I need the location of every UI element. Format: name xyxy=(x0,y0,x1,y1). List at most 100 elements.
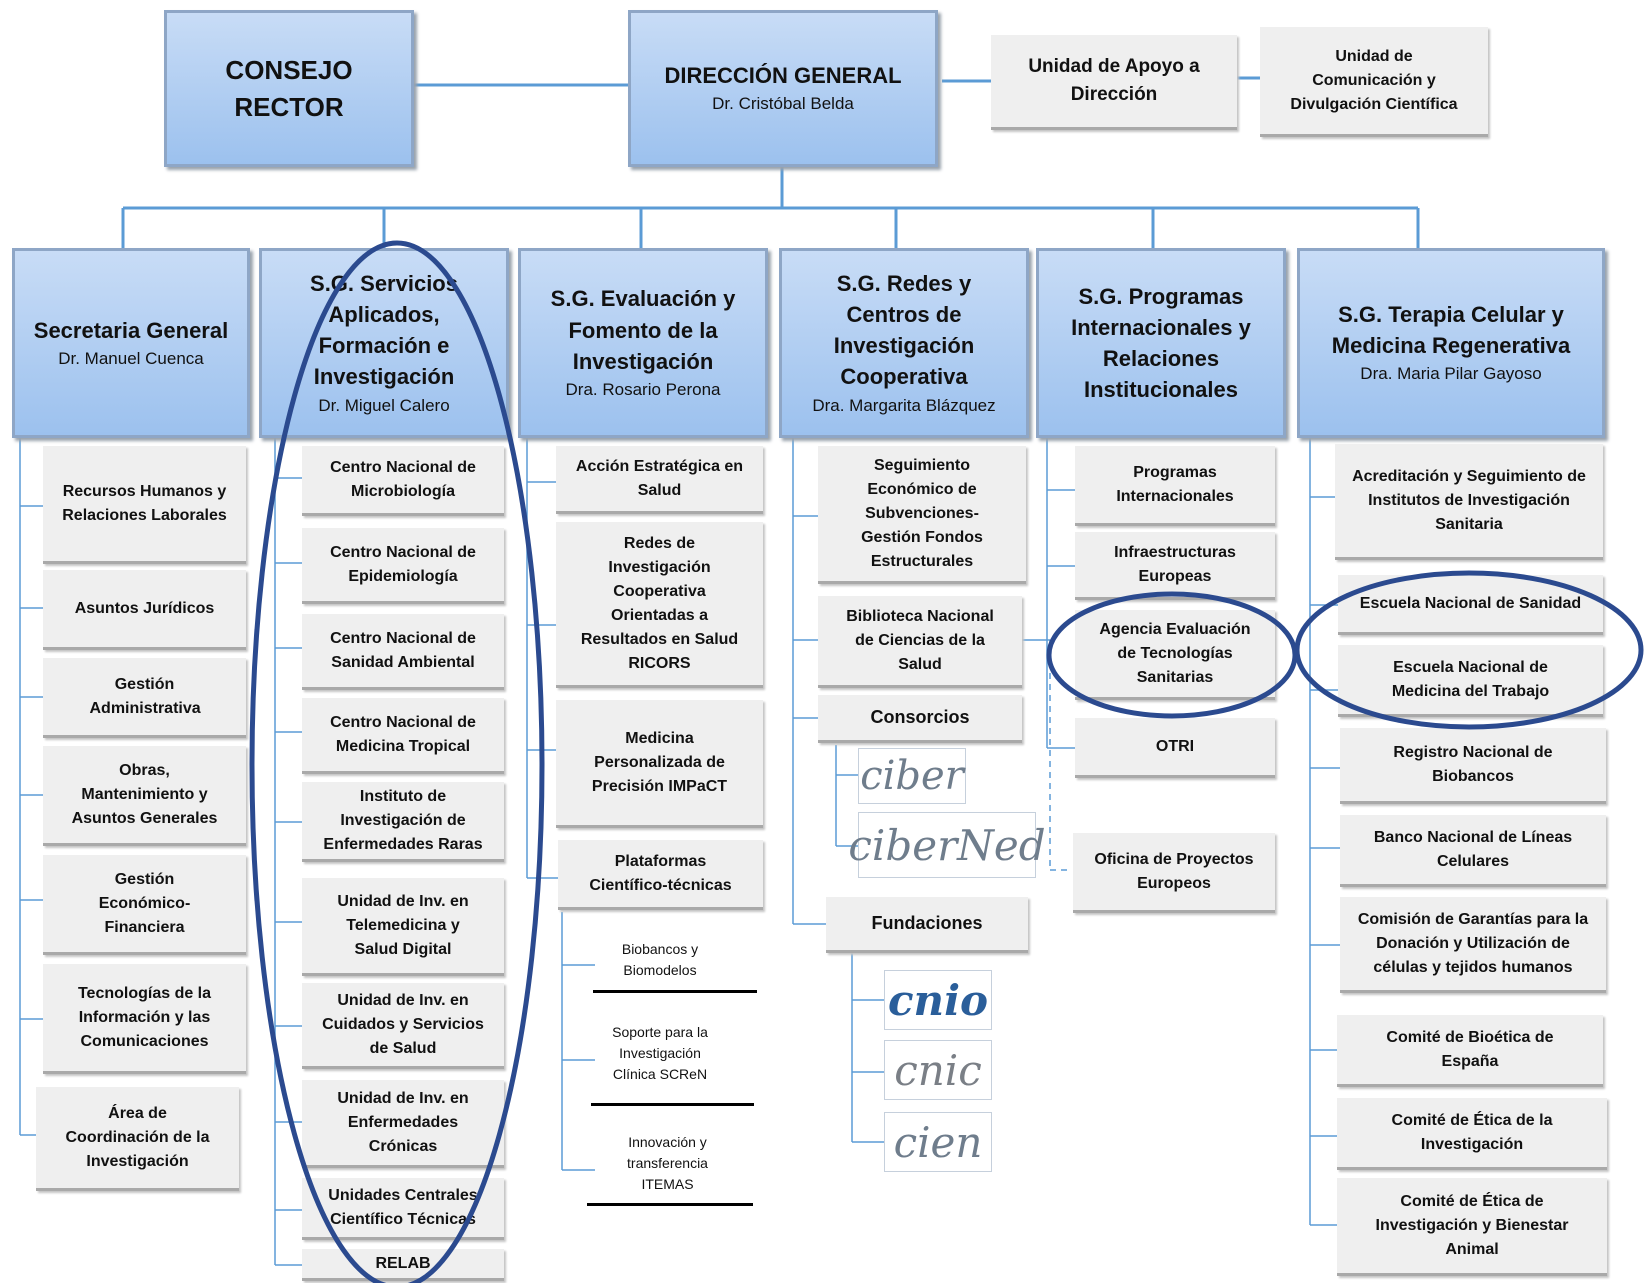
unidad-comunicacion-label: Unidad de Comunicación y Divulgación Cie… xyxy=(1290,47,1458,113)
cibernedlogo[interactable]: ciberNed xyxy=(848,812,1046,878)
sub-label: Biobancos y Biomodelos xyxy=(621,941,699,978)
unit-consorcios[interactable]: Consorcios xyxy=(818,695,1022,743)
sub-itemas[interactable]: Innovación y transferencia ITEMAS xyxy=(600,1128,735,1198)
unit-enfermedades-cronicas[interactable]: Unidad de Inv. en Enfermedades Crónicas xyxy=(302,1080,504,1168)
unit-cn-microbiologia[interactable]: Centro Nacional de Microbiología xyxy=(302,446,504,516)
logo-text: cnic xyxy=(894,1045,982,1095)
unit-plataformas[interactable]: Plataformas Científico-técnicas xyxy=(558,840,763,910)
unit-label: Unidades Centrales Científico Técnicas xyxy=(328,1186,478,1228)
unit-biblioteca-nacional[interactable]: Biblioteca Nacional de Ciencias de la Sa… xyxy=(818,596,1022,688)
unit-comite-etica-animal[interactable]: Comité de Ética de Investigación y Biene… xyxy=(1337,1178,1607,1276)
unit-label: Tecnologías de la Información y las Comu… xyxy=(77,984,212,1050)
cnic-logo[interactable]: cnic xyxy=(884,1040,992,1100)
header-sg-terapia-celular[interactable]: S.G. Terapia Celular y Medicina Regenera… xyxy=(1297,248,1605,438)
unit-label: Agencia Evaluación de Tecnologías Sanita… xyxy=(1099,620,1251,686)
header-sg-programas-internacionales[interactable]: S.G. Programas Internacionales y Relacio… xyxy=(1036,248,1286,438)
unit-banco-lineas-celulares[interactable]: Banco Nacional de Líneas Celulares xyxy=(1340,815,1606,887)
unit-cuidados-servicios[interactable]: Unidad de Inv. en Cuidados y Servicios d… xyxy=(302,983,504,1069)
direccion-general-box[interactable]: DIRECCIÓN GENERAL Dr. Cristóbal Belda xyxy=(628,10,938,167)
unit-label: OTRI xyxy=(1155,737,1195,755)
header-person: Dra. Maria Pilar Gayoso xyxy=(1360,364,1542,384)
logo-text: cnio xyxy=(887,975,989,1025)
unit-gestion-economico[interactable]: Gestión Económico-Financiera xyxy=(43,855,246,955)
unit-label: Registro Nacional de Biobancos xyxy=(1393,743,1553,785)
sub-screN[interactable]: Soporte para la Investigación Clínica SC… xyxy=(595,1008,725,1098)
unit-ricors[interactable]: Redes de Investigación Cooperativa Orien… xyxy=(556,522,763,688)
header-sg-evaluacion-fomento[interactable]: S.G. Evaluación y Fomento de la Investig… xyxy=(518,248,768,438)
unit-tecnologias-informacion[interactable]: Tecnologías de la Información y las Comu… xyxy=(43,964,246,1074)
consejo-rector-box[interactable]: CONSEJO RECTOR xyxy=(164,10,414,167)
unit-escuela-sanidad[interactable]: Escuela Nacional de Sanidad xyxy=(1338,575,1603,635)
unit-impact[interactable]: Medicina Personalizada de Precisión IMPa… xyxy=(556,700,763,828)
unit-label: Obras, Mantenimiento y Asuntos Generales xyxy=(71,761,218,827)
unit-label: Acreditación y Seguimiento de Institutos… xyxy=(1352,467,1586,533)
unit-recursos-humanos[interactable]: Recursos Humanos y Relaciones Laborales xyxy=(43,446,246,564)
unit-centrales-cientifico[interactable]: Unidades Centrales Científico Técnicas xyxy=(302,1178,504,1240)
unit-comite-etica-investigacion[interactable]: Comité de Ética de la Investigación xyxy=(1337,1098,1607,1170)
unit-label: Centro Nacional de Microbiología xyxy=(330,458,476,500)
header-sg-servicios-aplicados[interactable]: S.G. Servicios Aplicados, Formación e In… xyxy=(259,248,509,438)
unit-label: Seguimiento Económico de Subvenciones- G… xyxy=(861,456,983,570)
sub-label: Innovación y transferencia ITEMAS xyxy=(627,1133,708,1192)
unit-label: Escuela Nacional de Sanidad xyxy=(1359,594,1582,612)
ciber-logo[interactable]: ciber xyxy=(858,748,966,804)
unit-cn-sanidad-ambiental[interactable]: Centro Nacional de Sanidad Ambiental xyxy=(302,614,504,690)
unit-oficina-proyectos[interactable]: Oficina de Proyectos Europeos xyxy=(1073,833,1275,913)
unit-agencia-evaluacion[interactable]: Agencia Evaluación de Tecnologías Sanita… xyxy=(1075,610,1275,700)
header-title: Secretaria General xyxy=(33,317,229,343)
unit-label: Centro Nacional de Epidemiología xyxy=(330,543,476,585)
unit-programas-internacionales[interactable]: Programas Internacionales xyxy=(1075,446,1275,526)
unit-obras-mantenimiento[interactable]: Obras, Mantenimiento y Asuntos Generales xyxy=(43,746,246,846)
header-title: S.G. Servicios Aplicados, Formación e In… xyxy=(310,270,458,390)
unit-otri[interactable]: OTRI xyxy=(1075,718,1275,778)
header-sg-redes-centros[interactable]: S.G. Redes y Centros de Investigación Co… xyxy=(779,248,1029,438)
logo-text: ciber xyxy=(860,753,964,799)
unit-label: Unidad de Inv. en Enfermedades Crónicas xyxy=(337,1089,469,1155)
unit-label: Medicina Personalizada de Precisión IMPa… xyxy=(591,729,728,795)
unit-label: Unidad de Inv. en Cuidados y Servicios d… xyxy=(322,991,484,1057)
logo-text: cien xyxy=(893,1117,983,1167)
unit-fundaciones[interactable]: Fundaciones xyxy=(826,897,1028,953)
unit-accion-estrategica[interactable]: Acción Estratégica en Salud xyxy=(556,446,763,514)
unit-enfermedades-raras[interactable]: Instituto de Investigación de Enfermedad… xyxy=(302,782,504,862)
unit-gestion-administrativa[interactable]: Gestión Administrativa xyxy=(43,658,246,738)
unit-label: Consorcios xyxy=(870,707,970,727)
header-person: Dr. Miguel Calero xyxy=(318,395,450,415)
unit-label: Banco Nacional de Líneas Celulares xyxy=(1373,828,1573,870)
unit-label: Área de Coordinación de la Investigación xyxy=(65,1104,210,1170)
unidad-comunicacion-box[interactable]: Unidad de Comunicación y Divulgación Cie… xyxy=(1260,27,1488,137)
unit-infraestructuras-europeas[interactable]: Infraestructuras Europeas xyxy=(1075,532,1275,600)
logo-text: ciberNed xyxy=(848,820,1046,870)
header-title: S.G. Terapia Celular y Medicina Regenera… xyxy=(1331,302,1571,359)
unit-area-coordinacion[interactable]: Área de Coordinación de la Investigación xyxy=(36,1087,239,1191)
unit-acreditacion[interactable]: Acreditación y Seguimiento de Institutos… xyxy=(1335,444,1603,560)
unit-label: Comité de Bioética de España xyxy=(1386,1028,1554,1070)
unit-asuntos-juridicos[interactable]: Asuntos Jurídicos xyxy=(43,570,246,650)
unit-relab[interactable]: RELAB xyxy=(302,1249,504,1281)
header-person: Dra. Rosario Perona xyxy=(565,380,721,400)
sub-biobancos[interactable]: Biobancos y Biomodelos xyxy=(595,935,725,985)
header-title: S.G. Programas Internacionales y Relacio… xyxy=(1071,283,1251,403)
unit-label: Centro Nacional de Medicina Tropical xyxy=(330,713,476,755)
unit-escuela-medicina-trabajo[interactable]: Escuela Nacional de Medicina del Trabajo xyxy=(1338,645,1603,717)
unit-registro-biobancos[interactable]: Registro Nacional de Biobancos xyxy=(1340,728,1606,804)
unit-comision-garantias[interactable]: Comisión de Garantías para la Donación y… xyxy=(1340,897,1606,993)
unit-cn-epidemiologia[interactable]: Centro Nacional de Epidemiología xyxy=(302,528,504,604)
unit-label: Acción Estratégica en Salud xyxy=(575,457,744,499)
unit-cn-medicina-tropical[interactable]: Centro Nacional de Medicina Tropical xyxy=(302,698,504,774)
unit-comite-bioetica[interactable]: Comité de Bioética de España xyxy=(1337,1015,1603,1087)
header-secretaria-general[interactable]: Secretaria General Dr. Manuel Cuenca xyxy=(12,248,250,438)
unit-label: Comité de Ética de la Investigación xyxy=(1391,1111,1553,1153)
sub-screN-underline xyxy=(591,1103,754,1106)
direccion-general-person: Dr. Cristóbal Belda xyxy=(712,94,854,114)
cien-logo[interactable]: cien xyxy=(884,1112,992,1172)
unit-label: Fundaciones xyxy=(871,913,983,933)
unit-label: Plataformas Científico-técnicas xyxy=(589,852,732,894)
unidad-apoyo-label: Unidad de Apoyo a Dirección xyxy=(1028,55,1200,106)
cnio-logo[interactable]: cnio xyxy=(884,970,992,1030)
unit-label: RELAB xyxy=(375,1254,431,1272)
unidad-apoyo-box[interactable]: Unidad de Apoyo a Dirección xyxy=(991,35,1237,130)
unit-telemedicina[interactable]: Unidad de Inv. en Telemedicina y Salud D… xyxy=(302,878,504,976)
unit-label: Infraestructuras Europeas xyxy=(1114,543,1236,585)
unit-seguimiento-economico[interactable]: Seguimiento Económico de Subvenciones- G… xyxy=(818,446,1026,584)
